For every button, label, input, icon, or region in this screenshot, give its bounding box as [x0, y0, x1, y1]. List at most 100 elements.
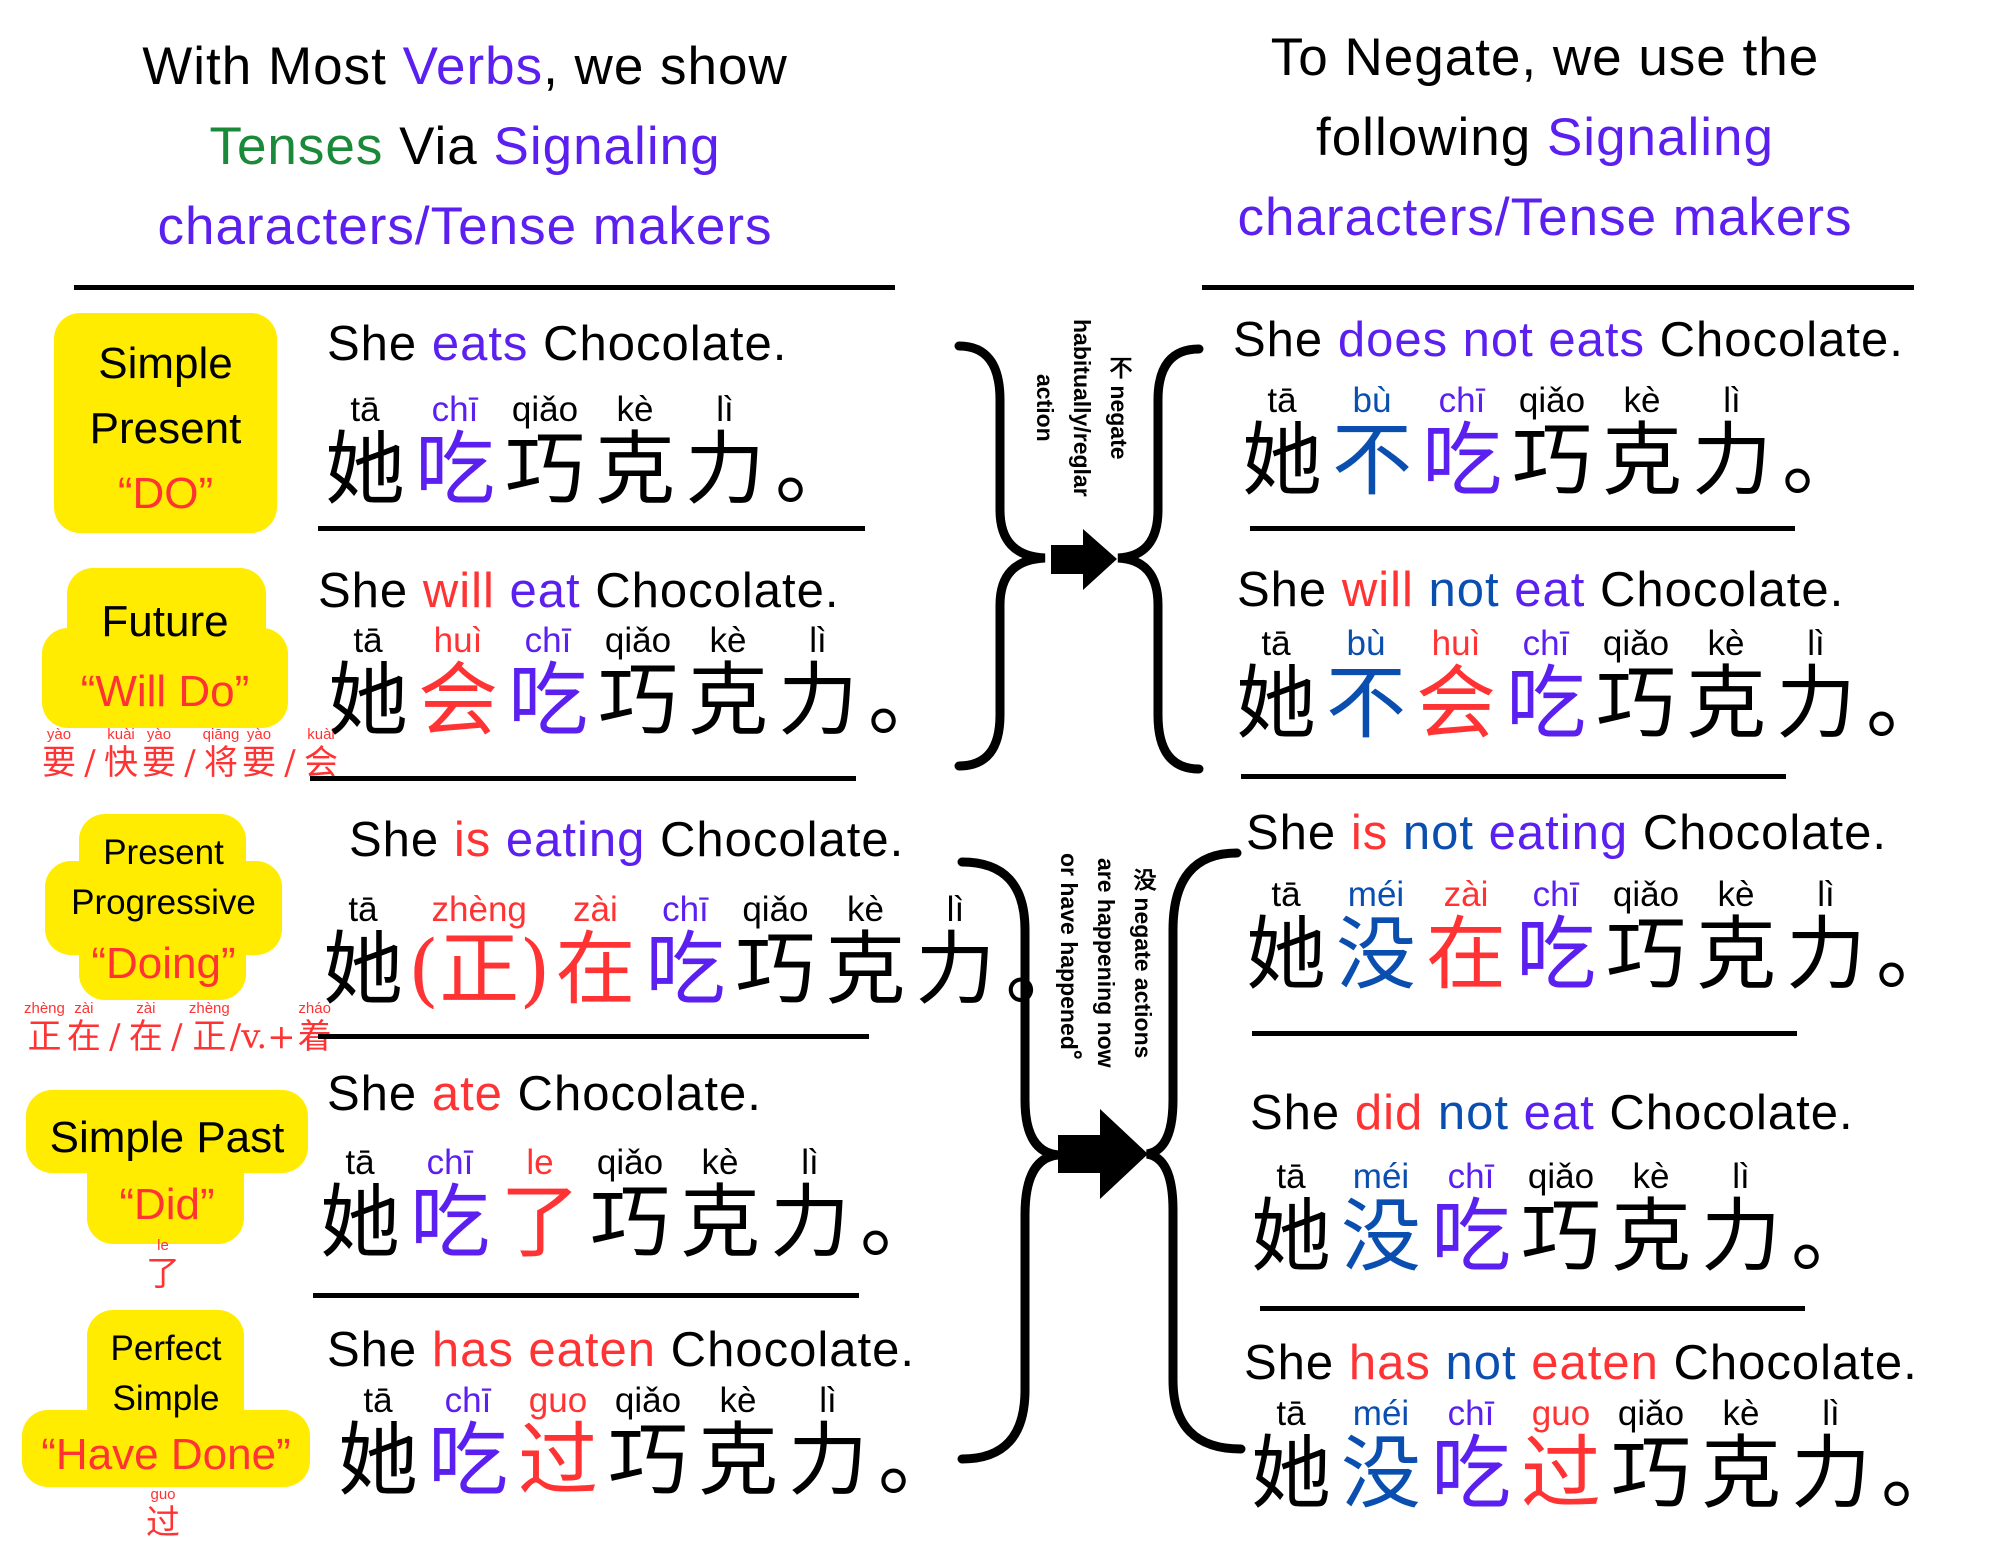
pinyin: le	[526, 1143, 554, 1182]
pinyin: tā	[1276, 1157, 1306, 1196]
character-with-pinyin: 。	[770, 390, 860, 510]
hanzi: 。	[1866, 657, 1946, 750]
hanzi: 力	[770, 1176, 850, 1269]
arrow-top	[1051, 529, 1117, 590]
text-segment: She	[327, 1067, 432, 1121]
text-segment: To Negate, we use the	[1270, 28, 1820, 87]
sentence-divider	[1252, 1031, 1797, 1036]
hanzi: 她	[323, 923, 403, 1016]
text-segment: not	[1402, 806, 1474, 860]
character-with-pinyin: 。	[1000, 890, 1090, 1010]
hanzi: 吃	[410, 1176, 490, 1269]
text-segment: will	[1341, 563, 1414, 617]
pinyin: lì	[809, 621, 827, 660]
pinyin: kè	[719, 1381, 757, 1420]
hanzi: 力	[1786, 908, 1866, 1001]
title-line: Tenses Via Signaling	[15, 117, 915, 197]
pinyin: méi	[1352, 1157, 1410, 1196]
tense-quote: “Doing”	[91, 939, 236, 988]
character-with-pinyin: 。	[1876, 1394, 1966, 1514]
pinyin: qiǎo	[511, 390, 579, 429]
pinyin: huì	[433, 621, 483, 660]
text-segment: Verbs	[402, 37, 544, 96]
text-segment: will	[422, 564, 495, 618]
hanzi: 没	[1336, 908, 1416, 1001]
text-segment: She	[1250, 1086, 1355, 1140]
text-segment: did	[1354, 1086, 1424, 1140]
pinyin: lì	[1822, 1394, 1840, 1433]
hanzi: 。	[1881, 1427, 1961, 1520]
text-segment: Chocolate.	[1594, 1086, 1854, 1140]
pinyin: zhèng	[431, 890, 527, 929]
character-with-pinyin: zhèng(正)	[408, 890, 550, 1010]
note-line: action	[1032, 374, 1058, 442]
hanzi: 巧	[735, 923, 816, 1016]
sentence-divider	[310, 776, 856, 781]
marker-char: /	[78, 726, 102, 782]
pinyin: qiǎo	[1518, 381, 1586, 420]
hanzi: 过	[1521, 1427, 1601, 1520]
marker-hanzi: 了	[146, 1254, 180, 1294]
hanzi: 。	[1876, 908, 1956, 1001]
marker-pinyin: zhèng	[24, 1000, 65, 1017]
text-segment: Chocolate.	[1645, 313, 1904, 367]
tense-label: Future	[101, 597, 229, 646]
hanzi: 吃	[1431, 1190, 1511, 1283]
title-line: characters/Tense makers	[1095, 188, 1995, 268]
text-segment: characters/Tense makers	[157, 197, 773, 256]
hanzi: 没	[1341, 1190, 1421, 1283]
marker-pinyin: kuài	[107, 726, 135, 743]
hanzi: 吃	[1431, 1427, 1511, 1520]
pinyin: chī	[1522, 624, 1570, 663]
marker-hanzi: 将	[204, 743, 238, 783]
character-with-pinyin: 。	[1777, 381, 1867, 501]
tense-quote: “DO”	[117, 469, 214, 518]
hanzi: 她	[1246, 908, 1326, 1001]
hanzi: 在	[555, 923, 636, 1016]
text-segment: Chocolate.	[645, 813, 905, 867]
hanzi: 。	[868, 654, 948, 747]
text-segment: Chocolate.	[580, 564, 840, 618]
pinyin: zài	[1443, 875, 1489, 914]
text-segment: does not eats	[1337, 313, 1646, 367]
marker-char: /	[165, 1000, 189, 1056]
marker-pinyin: zhèng	[188, 1000, 230, 1017]
text-segment: has eaten	[431, 1323, 657, 1377]
pinyin: chī	[444, 1381, 492, 1420]
text-segment: Chocolate.	[656, 1323, 915, 1377]
hanzi: 。	[775, 423, 855, 516]
hanzi: 。	[878, 1414, 958, 1507]
hanzi: 吃	[508, 654, 588, 747]
pinyin: lì	[1807, 624, 1825, 663]
pinyin: kè	[701, 1143, 739, 1182]
hanzi: 力	[1776, 657, 1856, 750]
character-with-pinyin: 。	[1871, 875, 1961, 995]
marker-hanzi: 在	[66, 1017, 101, 1057]
sentence-divider	[313, 1293, 859, 1298]
hanzi: 吃	[1516, 908, 1596, 1001]
marker-char: /	[278, 726, 302, 782]
pinyin: tā	[363, 1381, 393, 1420]
pinyin: chī	[524, 621, 572, 660]
text-segment: She	[327, 1323, 432, 1377]
pinyin: qiǎo	[1527, 1157, 1595, 1196]
